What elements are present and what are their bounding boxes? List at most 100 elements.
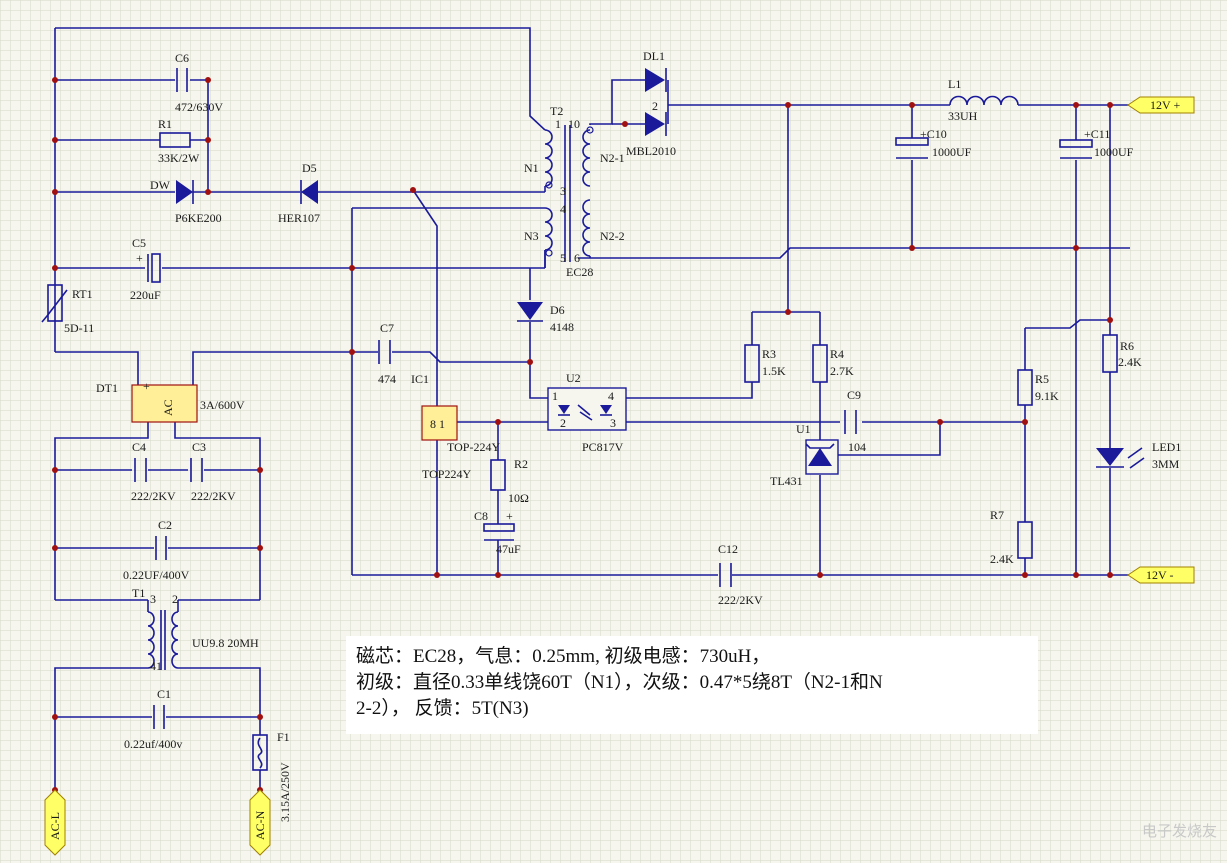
c1-ref: C1 bbox=[157, 687, 171, 701]
c1-value: 0.22uf/400v bbox=[124, 737, 182, 751]
c5-ref: C5 bbox=[132, 236, 146, 250]
u1-ref: U1 bbox=[796, 422, 811, 436]
f1-value: 3.15A/250V bbox=[278, 762, 292, 822]
t2-ref: T2 bbox=[550, 104, 563, 118]
dt1-value: 3A/600V bbox=[200, 398, 245, 412]
t2-pin10: 10 bbox=[568, 117, 580, 131]
u2-ref: U2 bbox=[566, 371, 581, 385]
r2-ref: R2 bbox=[514, 457, 528, 471]
r5-ref: R5 bbox=[1035, 372, 1049, 386]
capacitor-c7: C7 474 bbox=[378, 321, 396, 386]
led1-ref: LED1 bbox=[1152, 440, 1181, 454]
t2-n1: N1 bbox=[524, 161, 539, 175]
port-12v-minus: 12V - bbox=[1127, 566, 1195, 584]
c5-value: 220uF bbox=[130, 288, 161, 302]
t2-pin3: 3 bbox=[560, 184, 566, 198]
t1-pin4: 4 bbox=[150, 659, 156, 673]
ic1-alt: TOP-224Y bbox=[447, 440, 500, 454]
note-line-2: 初级：直径0.33单线饶60T（N1），次级：0.47*5绕8T（N2-1和N bbox=[356, 672, 883, 693]
regulator-u1: U1 TL431 bbox=[770, 422, 839, 488]
resistor-r5: R5 9.1K bbox=[1017, 369, 1059, 406]
capacitor-c11: +C11 1000UF bbox=[1059, 127, 1134, 159]
capacitor-c9: C9 104 bbox=[844, 388, 866, 454]
resistor-r7: R7 2.4K bbox=[990, 508, 1033, 566]
port-ac-l: AC-L bbox=[44, 789, 66, 856]
capacitor-c2: C2 0.22UF/400V bbox=[123, 518, 190, 582]
port-12v-plus-label: 12V + bbox=[1150, 98, 1180, 112]
dl1-value: MBL2010 bbox=[626, 144, 676, 158]
c9-value: 104 bbox=[848, 440, 866, 454]
thermistor-rt1: RT1 5D-11 bbox=[41, 284, 94, 335]
c3-value: 222/2KV bbox=[191, 489, 236, 503]
c11-ref: +C11 bbox=[1084, 127, 1110, 141]
t1-pin2: 2 bbox=[172, 592, 178, 606]
u2-pin3: 3 bbox=[610, 416, 616, 430]
c8-value: 47uF bbox=[496, 542, 521, 556]
c12-value: 222/2KV bbox=[718, 593, 763, 607]
c8-plus: + bbox=[506, 509, 513, 523]
dw-ref: DW bbox=[150, 178, 171, 192]
t2-n2-1: N2-1 bbox=[600, 151, 625, 165]
r3-value: 1.5K bbox=[762, 364, 786, 378]
t2-n3: N3 bbox=[524, 229, 539, 243]
port-12v-plus: 12V + bbox=[1127, 96, 1195, 114]
rt1-value: 5D-11 bbox=[64, 321, 94, 335]
diode-d5: D5 HER107 bbox=[278, 161, 320, 225]
diode-d6: D6 4148 bbox=[517, 302, 574, 334]
c3-ref: C3 bbox=[192, 440, 206, 454]
port-ac-n-label: AC-N bbox=[253, 810, 267, 840]
t2-pin5: 5 bbox=[560, 251, 566, 265]
diode-dw: DW P6KE200 bbox=[150, 178, 222, 225]
port-ac-n: AC-N bbox=[249, 789, 271, 856]
u1-value: TL431 bbox=[770, 474, 803, 488]
transformer-t2: T2 1 10 3 4 5 6 N1 N3 N2-1 N2-2 EC28 bbox=[524, 104, 625, 279]
c11-value: 1000UF bbox=[1094, 145, 1134, 159]
t2-pin1: 1 bbox=[555, 117, 561, 131]
r7-ref: R7 bbox=[990, 508, 1004, 522]
r1-value: 33K/2W bbox=[158, 151, 200, 165]
dt1-ref: DT1 bbox=[96, 381, 118, 395]
r6-value: 2.4K bbox=[1118, 355, 1142, 369]
u2-pin4: 4 bbox=[608, 389, 614, 403]
t2-pin6: 6 bbox=[574, 251, 580, 265]
l1-ref: L1 bbox=[948, 77, 961, 91]
rt1-ref: RT1 bbox=[72, 287, 93, 301]
d5-value: HER107 bbox=[278, 211, 320, 225]
t1-value: UU9.8 20MH bbox=[192, 636, 259, 650]
ic1-top224y: 8 1 IC1 TOP-224Y TOP224Y bbox=[411, 372, 500, 481]
ic1-value: TOP224Y bbox=[422, 467, 471, 481]
resistor-r4: R4 2.7K bbox=[812, 344, 854, 383]
c10-value: 1000UF bbox=[932, 145, 972, 159]
dl1-pin2: 2 bbox=[652, 99, 658, 113]
t1-pin1: 1 bbox=[156, 659, 162, 673]
c2-ref: C2 bbox=[158, 518, 172, 532]
r7-value: 2.4K bbox=[990, 552, 1014, 566]
capacitor-c12: C12 222/2KV bbox=[718, 542, 763, 607]
c4-value: 222/2KV bbox=[131, 489, 176, 503]
dw-value: P6KE200 bbox=[175, 211, 222, 225]
c6-ref: C6 bbox=[175, 51, 189, 65]
capacitor-c10: +C10 1000UF bbox=[895, 127, 972, 159]
dt1-body: AC bbox=[161, 399, 175, 416]
capacitor-c8: C8 + 47uF bbox=[474, 509, 521, 556]
r3-ref: R3 bbox=[762, 347, 776, 361]
fuse-f1: F1 3.15A/250V bbox=[252, 730, 292, 822]
capacitor-c5: C5 + 220uF bbox=[130, 236, 161, 302]
diode-dl1: 2 DL1 MBL2010 bbox=[626, 49, 676, 158]
capacitor-c6: C6 472/630V bbox=[175, 51, 223, 114]
note-line-3: 2-2）， 反馈：5T(N3) bbox=[356, 698, 529, 719]
resistor-r6: R6 2.4K bbox=[1102, 334, 1142, 373]
r4-ref: R4 bbox=[830, 347, 844, 361]
u2-value: PC817V bbox=[582, 440, 624, 454]
led1-value: 3MM bbox=[1152, 457, 1180, 471]
t1-ref: T1 bbox=[132, 586, 145, 600]
d6-ref: D6 bbox=[550, 303, 565, 317]
c12-ref: C12 bbox=[718, 542, 738, 556]
watermark: 电子发烧友 bbox=[1141, 823, 1217, 840]
f1-ref: F1 bbox=[277, 730, 290, 744]
t2-core: EC28 bbox=[566, 265, 593, 279]
l1-value: 33UH bbox=[948, 109, 978, 123]
r5-value: 9.1K bbox=[1035, 389, 1059, 403]
c7-value: 474 bbox=[378, 372, 396, 386]
t2-pin4: 4 bbox=[560, 202, 566, 216]
